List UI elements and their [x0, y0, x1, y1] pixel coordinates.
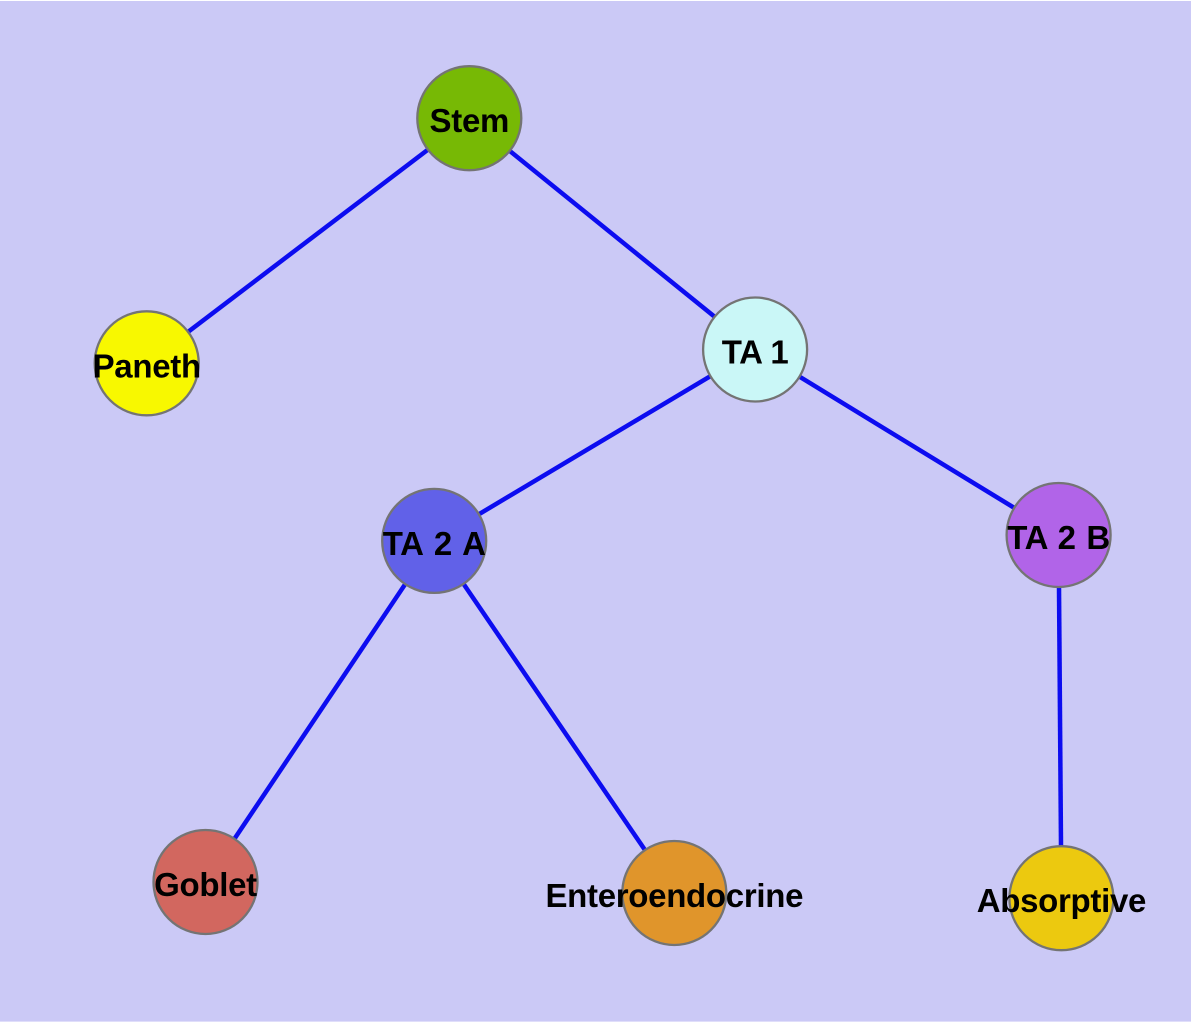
svg-text:TA 1: TA 1 — [722, 334, 789, 371]
svg-text:TA 2 B: TA 2 B — [1007, 519, 1110, 556]
svg-text:TA 2 A: TA 2 A — [383, 525, 486, 562]
svg-text:Paneth: Paneth — [93, 347, 201, 384]
svg-text:Stem: Stem — [430, 102, 510, 139]
svg-text:Goblet: Goblet — [154, 866, 257, 903]
svg-text:Enteroendocrine: Enteroendocrine — [545, 877, 803, 914]
svg-text:Absorptive: Absorptive — [977, 882, 1146, 919]
